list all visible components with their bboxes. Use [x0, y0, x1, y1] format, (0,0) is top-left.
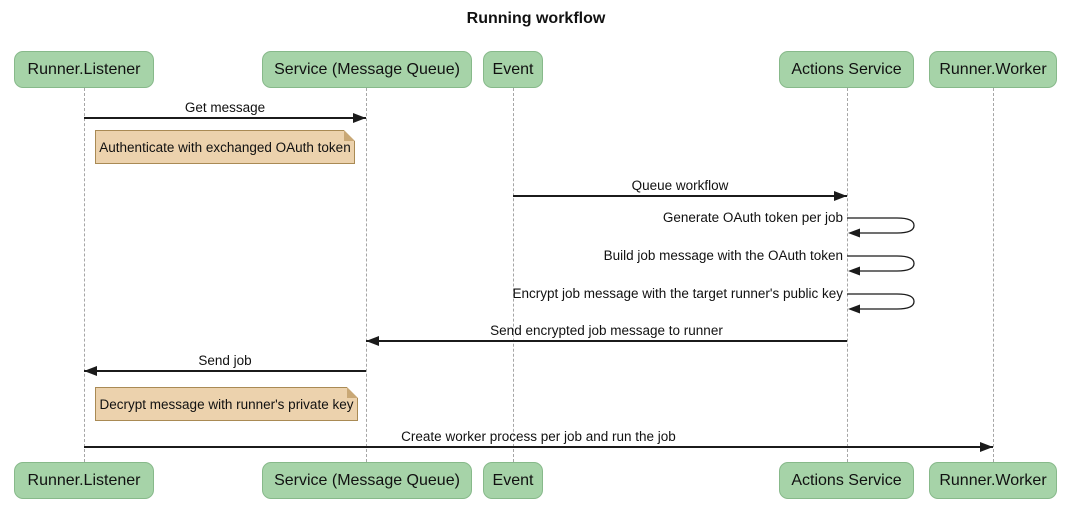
- lifeline-service-mq: [365, 88, 367, 462]
- participant-label: Actions Service: [791, 471, 902, 489]
- arrowhead: [353, 113, 366, 123]
- participant-label: Event: [492, 60, 534, 78]
- note-text: Authenticate with exchanged OAuth token: [99, 139, 351, 155]
- participant-bottom-service-mq: Service (Message Queue): [262, 462, 472, 499]
- message-label: Encrypt job message with the target runn…: [512, 286, 844, 301]
- self-loop-arrow: [847, 255, 915, 276]
- self-loop-arrow: [847, 293, 915, 314]
- message-line: [84, 446, 993, 448]
- participant-top-event: Event: [483, 51, 543, 88]
- lifeline-actions-service: [846, 88, 848, 462]
- lifeline-runner-listener: [83, 88, 85, 462]
- participant-top-actions-service: Actions Service: [779, 51, 914, 88]
- message-label: Generate OAuth token per job: [662, 210, 843, 225]
- note-text: Decrypt message with runner's private ke…: [99, 396, 354, 412]
- message-label: Get message: [184, 100, 266, 115]
- arrowhead: [366, 336, 379, 346]
- message-label: Queue workflow: [631, 178, 729, 193]
- message-label: Build job message with the OAuth token: [603, 248, 843, 263]
- message-line: [84, 117, 366, 119]
- arrowhead: [84, 366, 97, 376]
- participant-top-runner-worker: Runner.Worker: [929, 51, 1057, 88]
- arrowhead: [980, 442, 993, 452]
- message-label: Send encrypted job message to runner: [490, 323, 723, 338]
- participant-label: Runner.Worker: [939, 60, 1047, 78]
- participant-bottom-runner-listener: Runner.Listener: [14, 462, 154, 499]
- diagram-title: Running workflow: [466, 10, 606, 27]
- lifeline-event: [512, 88, 514, 462]
- participant-label: Runner.Listener: [27, 60, 141, 78]
- message-label: Send job: [198, 353, 252, 368]
- note-decrypt: Decrypt message with runner's private ke…: [95, 387, 358, 421]
- participant-label: Service (Message Queue): [274, 60, 460, 78]
- message-line: [513, 195, 847, 197]
- participant-top-runner-listener: Runner.Listener: [14, 51, 154, 88]
- lifeline-runner-worker: [992, 88, 994, 462]
- arrowhead: [834, 191, 847, 201]
- message-line: [84, 370, 366, 372]
- participant-top-service-mq: Service (Message Queue): [262, 51, 472, 88]
- note-authenticate: Authenticate with exchanged OAuth token: [95, 130, 355, 164]
- participant-bottom-runner-worker: Runner.Worker: [929, 462, 1057, 499]
- participant-label: Event: [492, 471, 534, 489]
- self-loop-arrow: [847, 217, 915, 238]
- participant-label: Actions Service: [791, 60, 902, 78]
- message-line: [366, 340, 847, 342]
- participant-label: Runner.Worker: [939, 471, 1047, 489]
- participant-bottom-event: Event: [483, 462, 543, 499]
- participant-label: Runner.Listener: [27, 471, 141, 489]
- message-label: Create worker process per job and run th…: [401, 429, 676, 444]
- participant-bottom-actions-service: Actions Service: [779, 462, 914, 499]
- participant-label: Service (Message Queue): [274, 471, 460, 489]
